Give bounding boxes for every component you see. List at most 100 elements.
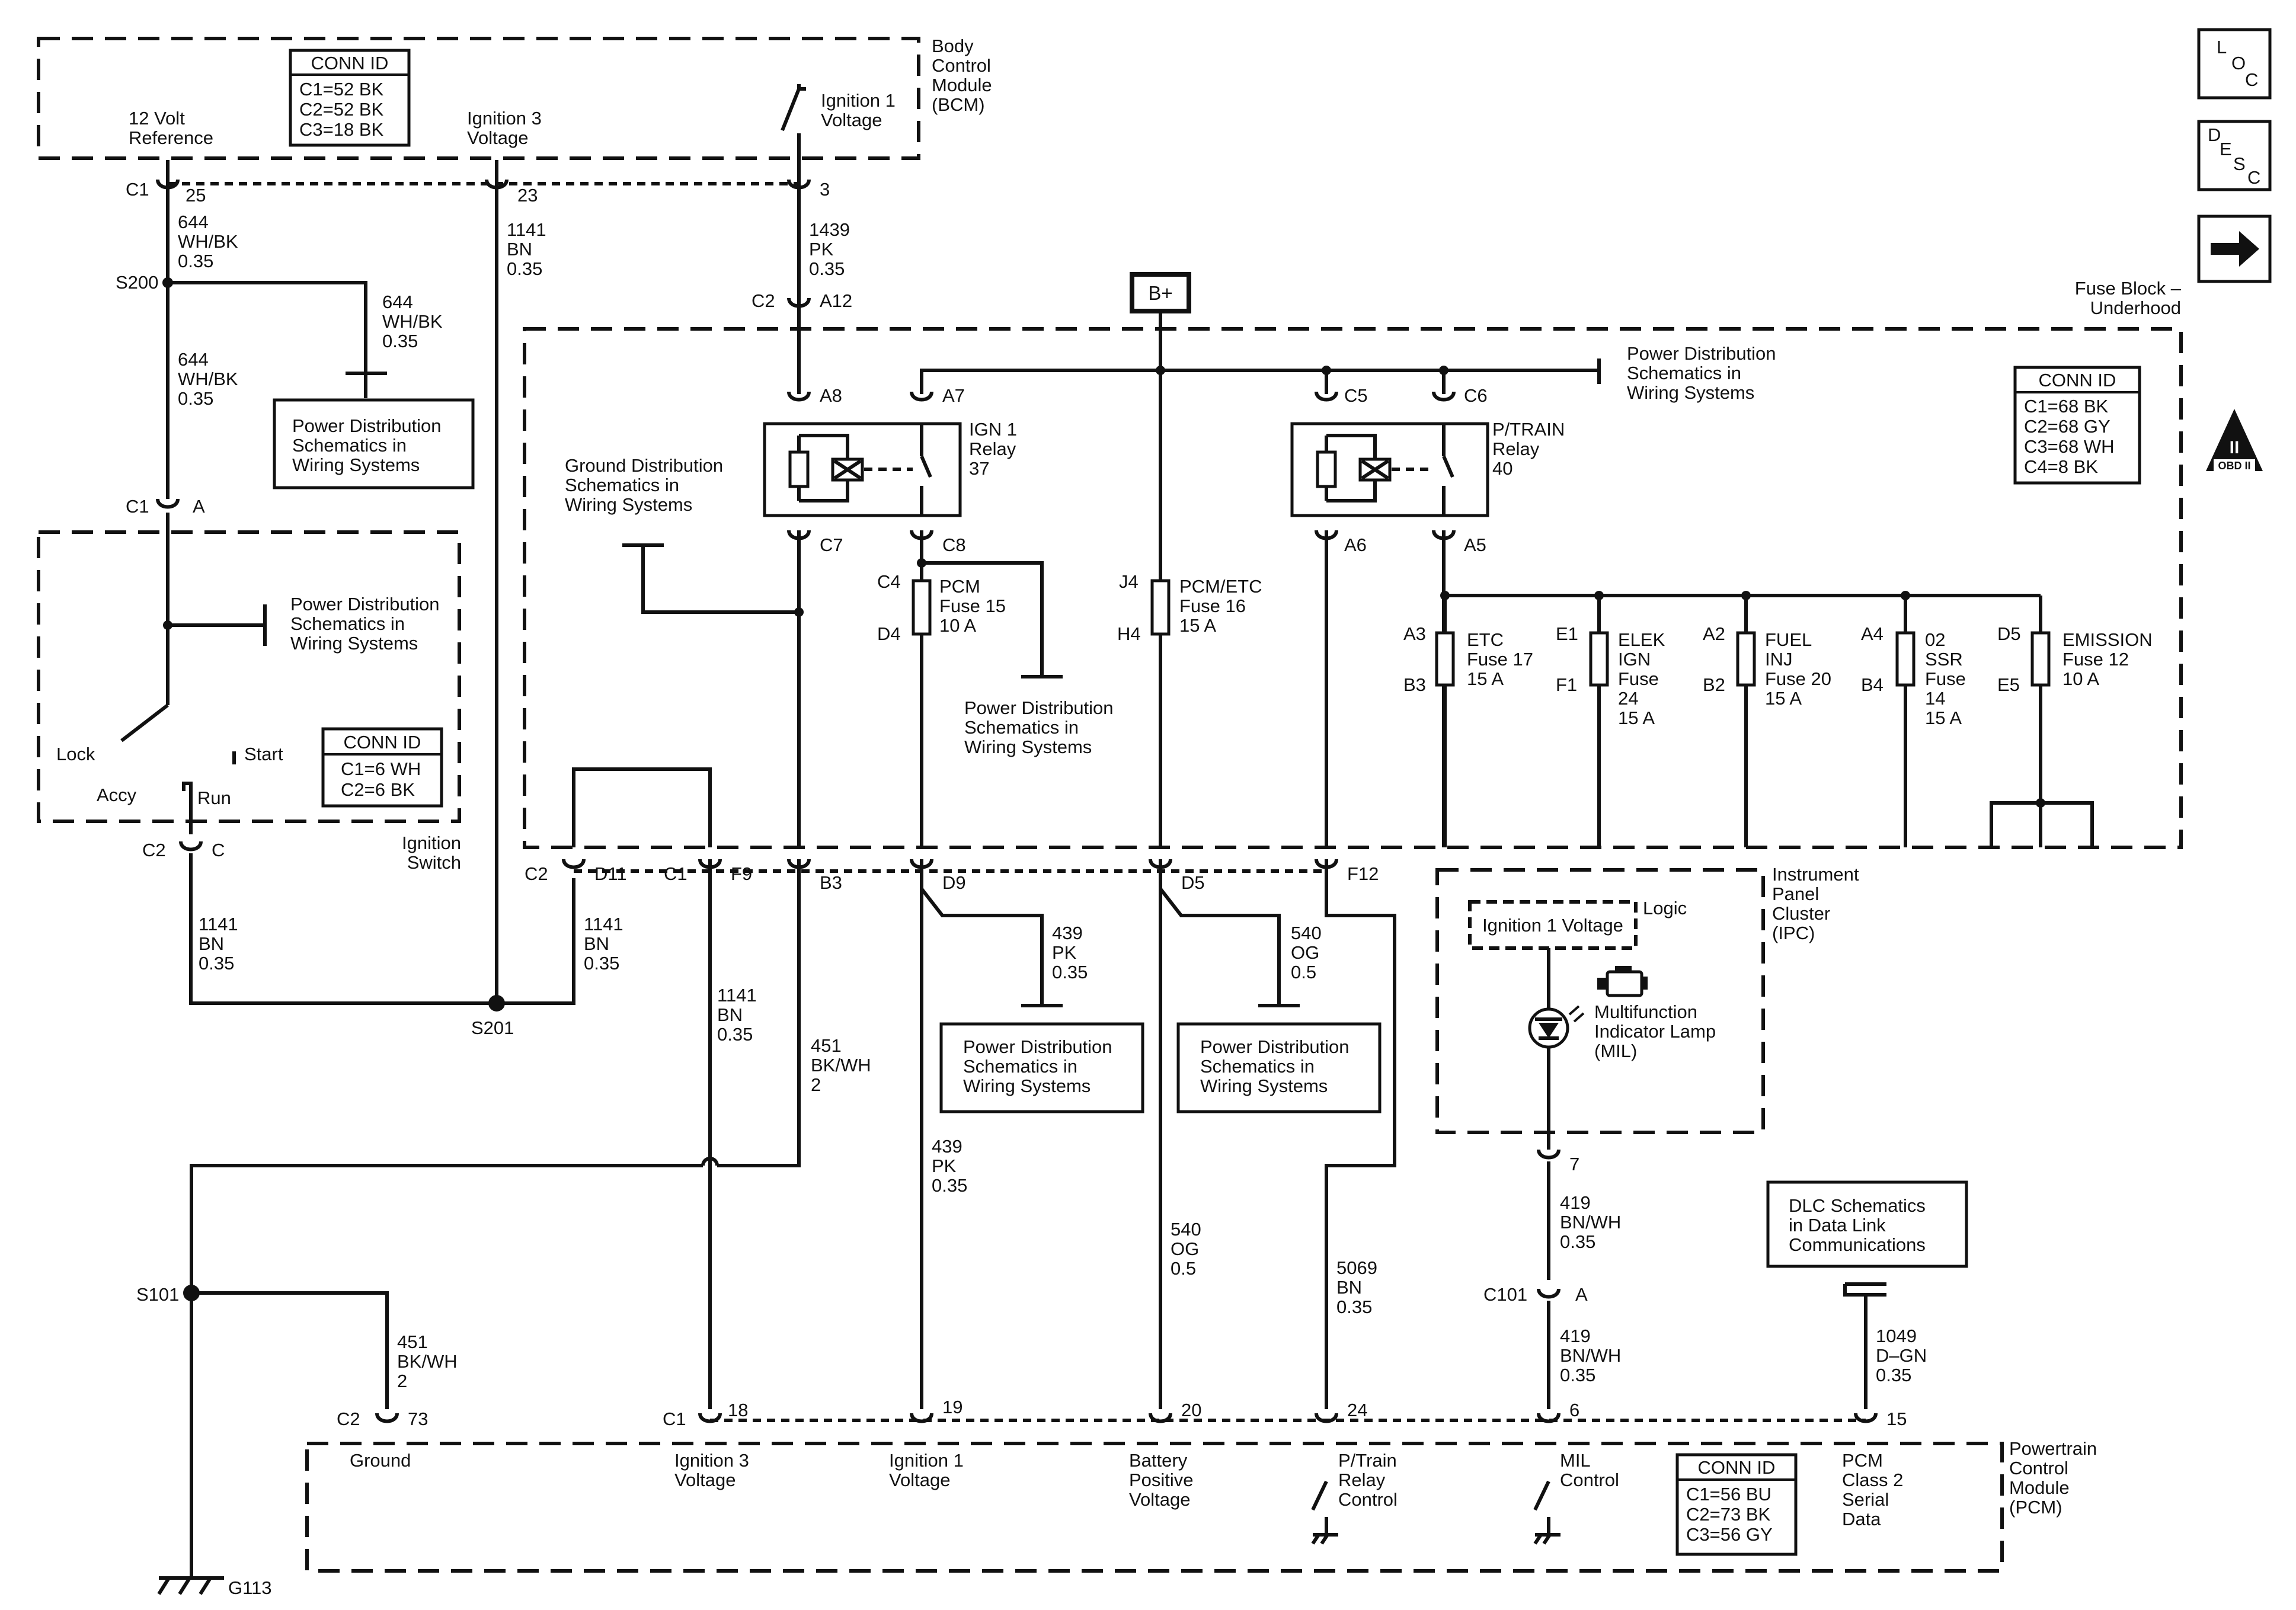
svg-text:C4: C4 (877, 571, 901, 592)
ptrain-relay (1290, 422, 1489, 517)
loc-icon[interactable]: L O C (2197, 28, 2272, 100)
junction-dot (2036, 798, 2045, 808)
svg-text:18: 18 (728, 1400, 748, 1420)
svg-text:25: 25 (186, 185, 206, 206)
junction-dot (917, 558, 926, 568)
switch-run-label: Run (197, 788, 231, 808)
svg-text:F1: F1 (1556, 674, 1577, 695)
svg-text:A3: A3 (1403, 623, 1426, 644)
junction-dot (1440, 591, 1450, 600)
splice-s101-dot (183, 1285, 200, 1301)
svg-text:A7: A7 (942, 385, 965, 406)
ref-power-distribution-box (273, 398, 475, 489)
svg-text:F9: F9 (731, 863, 752, 884)
svg-text:A12: A12 (820, 290, 852, 311)
junction-dot (1439, 366, 1448, 375)
switch-start-label: Start (244, 744, 283, 764)
svg-text:C6: C6 (1464, 385, 1488, 406)
bcm-ignition1-switch (781, 84, 806, 132)
svg-text:S: S (2233, 153, 2246, 174)
svg-text:F12: F12 (1347, 863, 1379, 884)
ref-power-distribution-box (1176, 1022, 1382, 1113)
svg-text:C: C (212, 840, 225, 860)
junction-dot (1901, 591, 1910, 600)
ground-g113-label: G113 (228, 1577, 272, 1598)
svg-text:D: D (2208, 124, 2221, 145)
svg-text:B2: B2 (1703, 674, 1725, 695)
ipc-box (1435, 868, 1765, 1134)
svg-text:19: 19 (942, 1397, 962, 1417)
svg-text:C2=6 BK: C2=6 BK (341, 779, 415, 800)
svg-text:C1: C1 (663, 1409, 686, 1429)
junction-dot (1322, 366, 1331, 375)
svg-text:23: 23 (517, 185, 538, 206)
junction-dot (794, 607, 804, 617)
desc-icon[interactable]: D E S C (2197, 120, 2272, 191)
svg-text:C1=6 WH: C1=6 WH (341, 758, 421, 779)
svg-text:C1=56 BU: C1=56 BU (1686, 1484, 1771, 1505)
next-arrow-icon[interactable] (2197, 215, 2272, 283)
svg-text:C3=56 GY: C3=56 GY (1686, 1524, 1773, 1545)
svg-text:C8: C8 (942, 534, 966, 555)
engine-icon (1597, 966, 1648, 997)
ipc-logic-label: Logic (1643, 898, 1687, 918)
fuse-block-conn-table: CONN ID C1=68 BK C2=68 GY C3=68 WH C4=8 … (2013, 366, 2141, 485)
svg-text:C101: C101 (1483, 1284, 1527, 1305)
junction-dot (1741, 591, 1751, 600)
svg-text:A5: A5 (1464, 534, 1486, 555)
fuse-fuel-inj-20 (1736, 631, 1756, 687)
splice-s200-label: S200 (116, 272, 158, 293)
fuse-block-box (523, 327, 2183, 849)
svg-text:D11: D11 (594, 863, 627, 884)
svg-text:C1: C1 (126, 179, 149, 200)
fuse-block-name: Fuse Block –Underhood (2075, 278, 2182, 318)
svg-text:J4: J4 (1119, 571, 1139, 592)
svg-text:C3=18 BK: C3=18 BK (299, 119, 384, 140)
svg-text:E1: E1 (1556, 623, 1578, 644)
svg-text:A: A (193, 496, 205, 517)
svg-text:C4=8 BK: C4=8 BK (2024, 456, 2098, 477)
mil-lamp-icon (1528, 1005, 1585, 1049)
ipc-ignition-voltage-box (1468, 900, 1638, 950)
svg-text:E: E (2220, 139, 2232, 159)
svg-text:A8: A8 (820, 385, 842, 406)
junction-dot (163, 620, 172, 630)
svg-text:D5: D5 (1997, 623, 2021, 644)
junction-dot (1156, 366, 1165, 375)
ignition-switch-conn-table: CONN ID C1=6 WH C2=6 BK (321, 727, 443, 808)
svg-text:6: 6 (1569, 1400, 1579, 1420)
svg-text:C2: C2 (752, 290, 775, 311)
fuse-ssr-14 (1895, 631, 1916, 687)
svg-text:C2: C2 (142, 840, 166, 860)
ref-power-distribution-box (939, 1022, 1144, 1113)
svg-text:C2=68 GY: C2=68 GY (2024, 416, 2110, 437)
splice-s201-label: S201 (471, 1017, 514, 1038)
